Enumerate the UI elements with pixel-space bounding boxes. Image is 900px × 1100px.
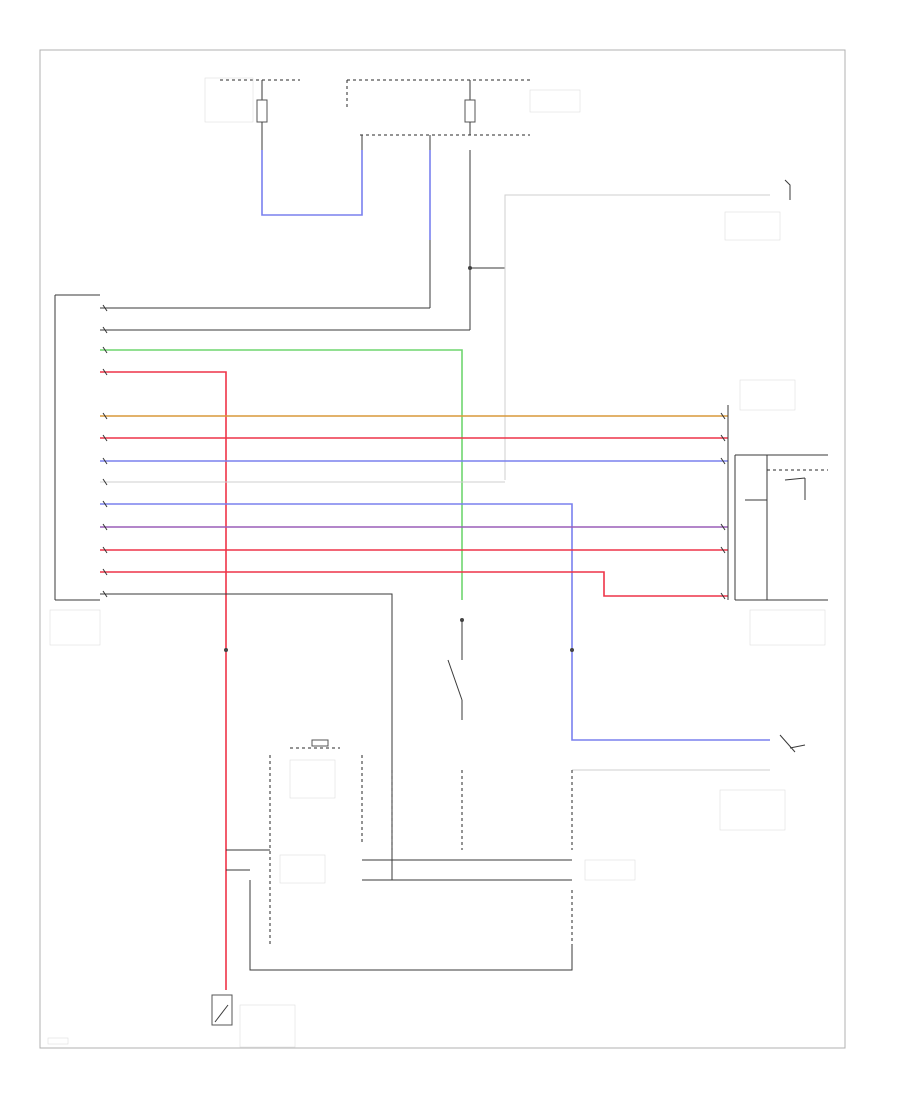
splice-dot-icon (570, 648, 574, 652)
switch-icon (779, 734, 806, 753)
radio-connector-pins (102, 304, 108, 598)
fuse-icon (464, 99, 476, 123)
right-connector-pins (720, 412, 726, 600)
wire-green (100, 349, 463, 600)
radio-receiver (54, 294, 100, 601)
switch-icon (784, 179, 791, 200)
wire-blue-white-top (261, 150, 363, 216)
wire-red-black (100, 371, 227, 990)
fuse-icon (256, 99, 268, 123)
wire-gray-top-right (504, 194, 770, 480)
ground-icon (211, 994, 233, 1026)
wire-lower-bus (362, 859, 572, 881)
center-switch (447, 620, 463, 720)
hot-at-all-times-fuse (220, 79, 300, 150)
splice-dot-icon (224, 648, 228, 652)
connector-dashes (269, 755, 573, 945)
speaker-icon (290, 739, 340, 749)
wire-black-ground (100, 593, 393, 880)
wire-lower-ground (249, 880, 573, 971)
hot-in-on-or-start-fuse (346, 79, 530, 150)
diagram-frame (39, 49, 846, 1049)
switch-icon (784, 477, 806, 500)
diagram-labels (47, 77, 826, 1048)
wire-purple-red (100, 571, 728, 597)
transceiver-module (727, 405, 828, 601)
wire-blue-white-2 (100, 503, 770, 741)
